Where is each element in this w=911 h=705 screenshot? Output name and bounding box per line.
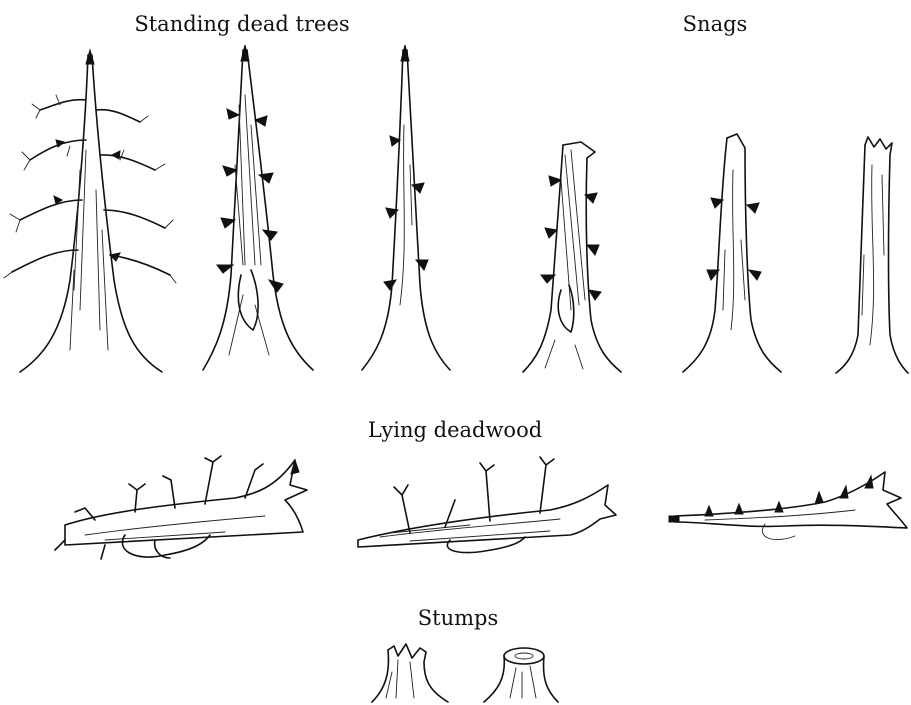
stump-2-drawing	[480, 642, 562, 705]
standing-tree-2-drawing	[195, 45, 325, 375]
snag-3-drawing	[675, 130, 785, 375]
standing-dead-trees-label: Standing dead trees	[134, 12, 349, 36]
lying-deadwood-3-drawing	[665, 460, 910, 550]
lying-deadwood-label: Lying deadwood	[368, 418, 542, 442]
snag-4-drawing	[830, 135, 911, 375]
lying-deadwood-2-drawing	[350, 455, 620, 555]
stumps-label: Stumps	[418, 606, 498, 630]
lying-deadwood-1-drawing	[45, 450, 310, 565]
standing-tree-1-drawing	[0, 50, 180, 375]
snags-label: Snags	[683, 12, 748, 36]
stump-1-drawing	[368, 642, 454, 705]
snag-1-drawing	[350, 45, 460, 375]
snag-2-drawing	[505, 140, 625, 375]
